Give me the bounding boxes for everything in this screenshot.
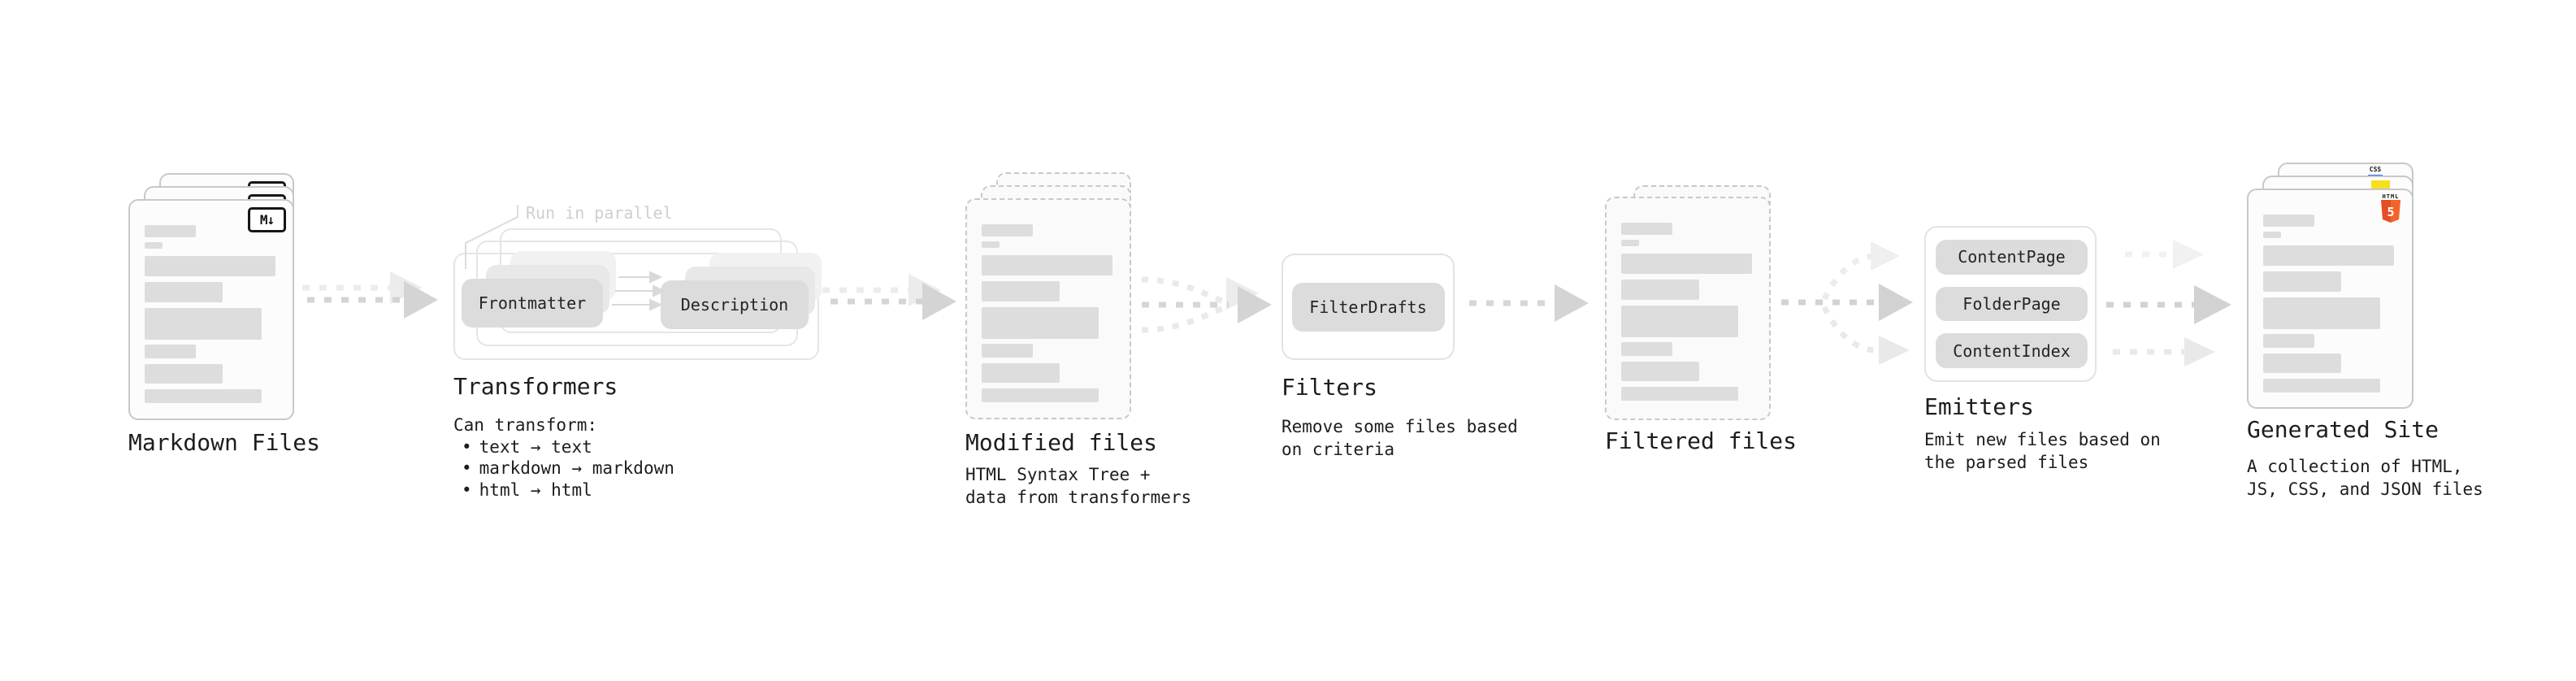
placeholder-bar xyxy=(1621,254,1752,274)
placeholder-bar xyxy=(1621,240,1639,246)
emitters-box: ContentPage FolderPage ContentIndex xyxy=(1924,226,2097,382)
emitter-pill-contentpage: ContentPage xyxy=(1936,240,2088,275)
filters-box: FilterDrafts xyxy=(1281,254,1455,360)
arrow-transformers-to-modified xyxy=(822,274,956,320)
placeholder-bar xyxy=(145,282,223,302)
placeholder-bar xyxy=(145,256,275,276)
filters-description: Remove some files based on criteria xyxy=(1281,417,1518,459)
transformer-pill-frontmatter: Frontmatter xyxy=(462,279,603,327)
placeholder-bar xyxy=(982,307,1099,339)
html5-file-icon: HTML 5 xyxy=(2379,193,2402,227)
transformers-desc-title: Can transform: xyxy=(453,415,598,435)
placeholder-bar xyxy=(2263,334,2314,348)
placeholder-bar xyxy=(1621,280,1699,300)
stage-label-emitters: Emitters xyxy=(1924,393,2034,420)
file-content-placeholder xyxy=(2263,215,2397,393)
transformers-bullet: •text → text xyxy=(462,436,592,457)
stage-label-transformers: Transformers xyxy=(453,373,618,400)
placeholder-bar xyxy=(2263,297,2380,329)
placeholder-bar xyxy=(982,224,1033,236)
stage-label-filtered-files: Filtered files xyxy=(1605,427,1798,454)
placeholder-bar xyxy=(2263,232,2281,238)
placeholder-bar xyxy=(145,308,262,340)
markdown-file-card-front: M↓ xyxy=(128,199,294,420)
placeholder-bar xyxy=(1621,362,1699,381)
run-in-parallel-note: Run in parallel xyxy=(526,203,673,223)
placeholder-bar xyxy=(982,255,1112,275)
arrow-markdown-to-transformers xyxy=(302,271,438,319)
file-content-placeholder xyxy=(982,224,1115,402)
placeholder-bar xyxy=(145,364,223,384)
file-content-placeholder xyxy=(145,225,278,403)
placeholder-bar xyxy=(2263,215,2314,227)
stage-label-filters: Filters xyxy=(1281,374,1378,401)
bullet-icon: • xyxy=(462,479,472,500)
placeholder-bar xyxy=(982,388,1099,402)
stage-label-generated-site: Generated Site xyxy=(2247,416,2439,443)
placeholder-bar xyxy=(2263,354,2341,373)
placeholder-bar xyxy=(1621,306,1738,337)
placeholder-bar xyxy=(982,281,1060,301)
bullet-icon: • xyxy=(462,436,472,457)
js-file-icon xyxy=(2371,180,2390,190)
markdown-icon: M↓ xyxy=(248,207,286,232)
placeholder-bar xyxy=(1621,223,1672,235)
stage-label-modified-files: Modified files xyxy=(965,429,1158,456)
filtered-file-card-front xyxy=(1605,197,1771,420)
svg-text:5: 5 xyxy=(2387,205,2394,219)
placeholder-bar xyxy=(1621,387,1738,401)
placeholder-bar xyxy=(982,344,1033,358)
transformers-description: Can transform: •text → text •markdown → … xyxy=(453,414,674,501)
arrow-emitters-to-generated xyxy=(2106,240,2231,367)
placeholder-bar xyxy=(2263,271,2341,292)
placeholder-bar xyxy=(145,389,262,403)
emitter-pill-contentindex: ContentIndex xyxy=(1936,333,2088,369)
placeholder-bar xyxy=(145,242,163,249)
filter-pill-filterdrafts: FilterDrafts xyxy=(1291,282,1445,332)
transformers-bullet: •html → html xyxy=(462,479,592,500)
placeholder-bar xyxy=(2263,245,2394,266)
emitter-pill-folderpage: FolderPage xyxy=(1936,286,2088,322)
placeholder-bar xyxy=(982,363,1060,383)
placeholder-bar xyxy=(145,345,196,358)
arrow-modified-to-filters xyxy=(1141,276,1272,333)
placeholder-bar xyxy=(2263,379,2380,393)
placeholder-bar xyxy=(982,241,1000,248)
file-content-placeholder xyxy=(1621,223,1754,401)
bullet-icon: • xyxy=(462,458,472,478)
generated-file-card-front: HTML 5 xyxy=(2247,189,2413,409)
stage-label-markdown-files: Markdown Files xyxy=(128,429,321,456)
modified-file-card-front xyxy=(965,198,1131,419)
arrow-filtered-to-emitters xyxy=(1781,241,1913,365)
generated-site-description: A collection of HTML, JS, CSS, and JSON … xyxy=(2247,457,2483,499)
modified-files-description: HTML Syntax Tree + data from transformer… xyxy=(965,465,1192,507)
emitters-description: Emit new files based on the parsed files xyxy=(1924,430,2161,472)
transformer-pill-description: Description xyxy=(661,280,809,329)
transformer-box-front xyxy=(453,253,819,360)
arrow-filters-to-filtered xyxy=(1469,284,1589,322)
placeholder-bar xyxy=(1621,342,1672,356)
placeholder-bar xyxy=(145,225,196,237)
html5-shield: 5 xyxy=(2381,200,2400,223)
transformers-bullet: •markdown → markdown xyxy=(462,458,674,478)
